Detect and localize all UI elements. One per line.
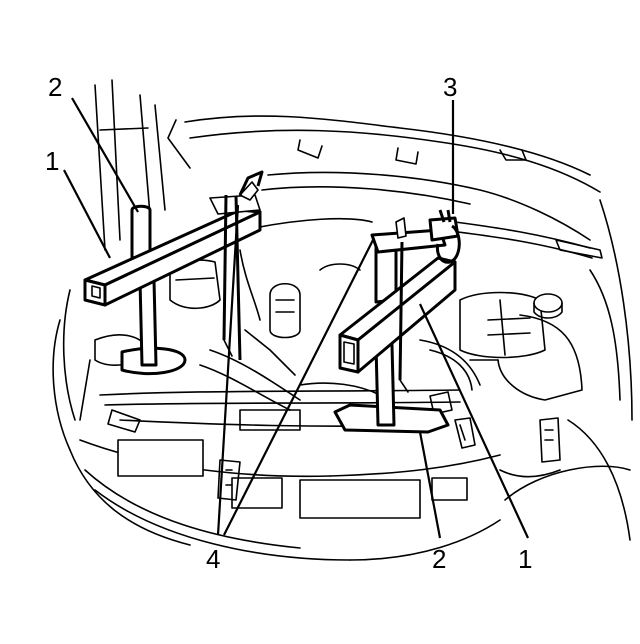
left-threaded-post bbox=[130, 204, 152, 260]
callout-1-left: 1 bbox=[45, 146, 59, 176]
callout-4: 4 bbox=[206, 544, 220, 574]
callout-3: 3 bbox=[443, 72, 457, 102]
right-support-fixture bbox=[333, 209, 461, 434]
left-support-post bbox=[138, 278, 158, 367]
callout-2-right: 2 bbox=[432, 544, 446, 574]
callout-2-left: 2 bbox=[48, 72, 62, 102]
right-support-post bbox=[374, 343, 396, 427]
leader-lines bbox=[63, 97, 529, 539]
left-support-fixture bbox=[83, 170, 264, 376]
callout-1-right: 1 bbox=[518, 544, 532, 574]
